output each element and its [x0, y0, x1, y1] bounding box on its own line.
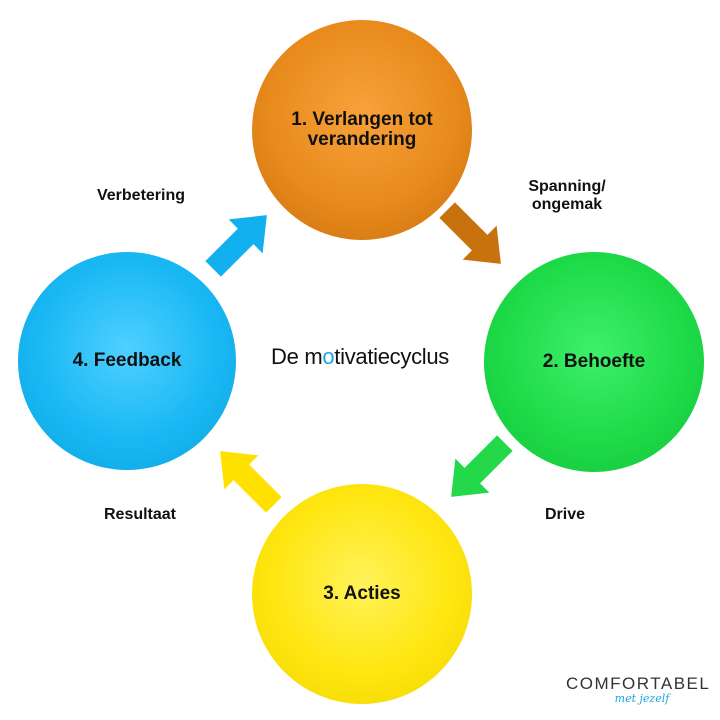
- transition-label-resultaat: Resultaat: [103, 506, 177, 523]
- stage-3-circle: 3. Acties: [252, 484, 472, 704]
- center-title-part1: De m: [270, 344, 323, 369]
- logo-wordmark: COMFORTABEL: [566, 674, 711, 693]
- stage-3-label: 3. Acties: [323, 583, 401, 604]
- stage-4-circle: 4. Feedback: [18, 252, 236, 470]
- arrow-stage2-to-stage3: [451, 435, 513, 497]
- arrow-stage4-to-stage1: [205, 215, 267, 277]
- center-title-part2: tivatiecyclus: [334, 344, 449, 369]
- transition-label-spanning: Spanning/ ongemak: [528, 178, 606, 213]
- transition-label-drive: Drive: [544, 506, 586, 523]
- stage-1-circle: 1. Verlangen tot verandering: [252, 20, 472, 240]
- brand-logo: COMFORTABEL met jezelf: [566, 670, 711, 710]
- stage-2-label: 2. Behoefte: [542, 351, 646, 372]
- center-title-accent: o: [322, 344, 335, 369]
- transition-label-verbetering: Verbetering: [96, 187, 186, 204]
- arrow-stage3-to-stage4: [220, 451, 282, 513]
- stage-1-label: 1. Verlangen tot verandering: [291, 109, 433, 150]
- logo-tagline: met jezelf: [614, 692, 670, 705]
- center-title: De motivatiecyclus: [255, 344, 465, 370]
- stage-2-circle: 2. Behoefte: [484, 252, 704, 472]
- arrow-stage1-to-stage2: [439, 202, 501, 264]
- stage-4-label: 4. Feedback: [72, 350, 182, 371]
